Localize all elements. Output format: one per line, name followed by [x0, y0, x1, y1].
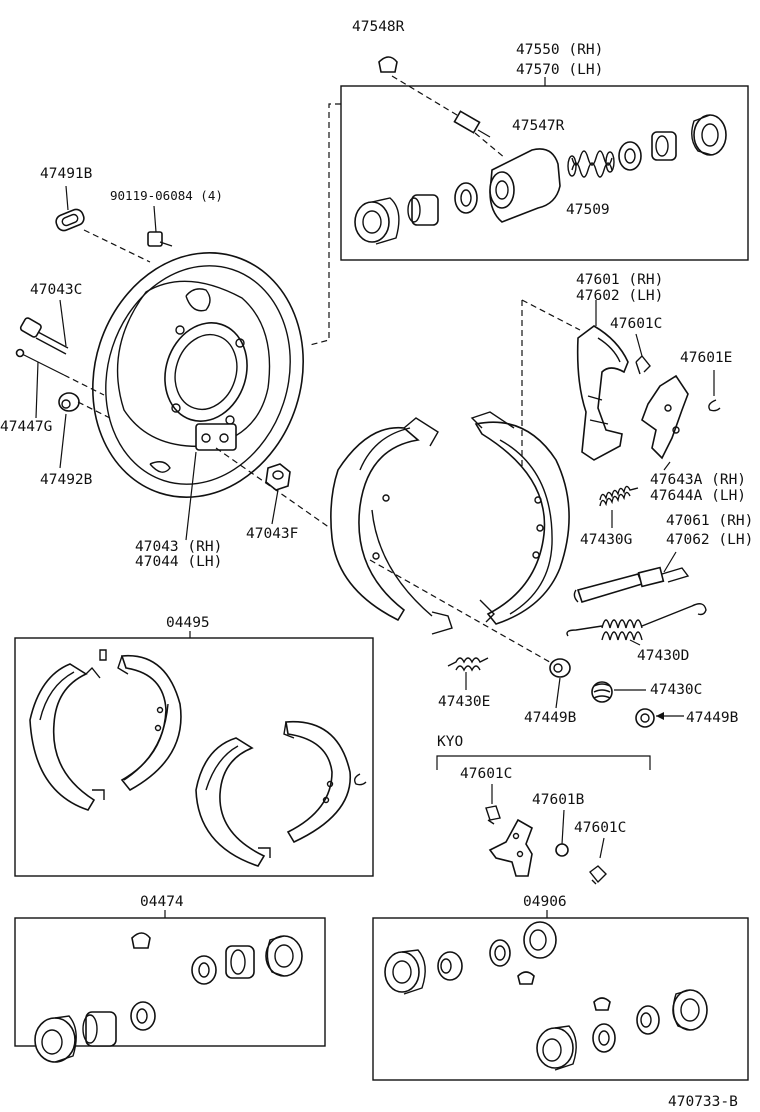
04906-bleeder-1 [517, 971, 535, 985]
label-47449B-right: 47449B [686, 710, 739, 726]
wheel-cylinder-body [489, 148, 561, 223]
spring-47430D [566, 603, 707, 641]
label-47570-lh: 47570 (LH) [516, 62, 603, 78]
label-47602-lh: 47602 (LH) [576, 288, 663, 304]
label-47430E: 47430E [438, 694, 490, 710]
nut-47043F [265, 463, 291, 491]
04906-cup-3 [592, 1023, 616, 1053]
label-04495: 04495 [166, 615, 210, 631]
label-kyo: KYO [437, 734, 463, 750]
04906-cup-4 [636, 1005, 660, 1035]
bleeder-cap-47548R [378, 56, 398, 73]
lever-kyo [488, 818, 533, 877]
label-47601C-kyo-1: 47601C [460, 766, 512, 782]
right-cup [618, 141, 642, 171]
label-47447G: 47447G [0, 419, 52, 435]
label-47550-rh: 47550 (RH) [516, 42, 603, 58]
04474-cup-right [191, 955, 217, 985]
spring-47509 [567, 150, 615, 178]
kit-box-04906 [372, 917, 749, 1081]
label-47601-rh: 47601 (RH) [576, 272, 663, 288]
label-47043C: 47043C [30, 282, 82, 298]
label-47430C: 47430C [650, 682, 702, 698]
left-cup [454, 182, 478, 214]
left-piston [407, 194, 439, 226]
04906-boot-4 [672, 989, 708, 1031]
label-47601E: 47601E [680, 350, 732, 366]
bleeder-screw-47547R [453, 110, 491, 138]
kit-box-04474 [14, 917, 326, 1047]
kit-shoe-1-right [99, 649, 182, 792]
pin-47447G [15, 348, 65, 376]
spring-47430E [447, 657, 489, 672]
washer-47601B [555, 843, 569, 857]
wheel-cylinder-group [309, 56, 749, 346]
label-04474: 04474 [140, 894, 184, 910]
right-brake-shoe [470, 411, 570, 625]
left-brake-shoe [330, 417, 453, 635]
shoe-kit-box-04495 [14, 637, 374, 877]
bolt-90119 [147, 231, 173, 247]
label-47601C-upper: 47601C [610, 316, 662, 332]
clip-47601E [708, 399, 721, 412]
04906-boot-3 [536, 1025, 577, 1071]
label-47043-rh: 47043 (RH) [135, 539, 222, 555]
adjuster-lever-47643A [641, 374, 689, 460]
kyo-bracket [436, 755, 651, 770]
right-piston [651, 131, 677, 161]
label-47044-lh: 47044 (LH) [135, 554, 222, 570]
04906-boot-1 [384, 949, 426, 995]
label-47548R: 47548R [352, 19, 405, 35]
04474-piston-right [225, 945, 255, 979]
reference-code: 470733-B [668, 1094, 738, 1110]
label-47061-rh: 47061 (RH) [666, 513, 753, 529]
label-47491B: 47491B [40, 166, 93, 182]
label-04906: 04906 [523, 894, 567, 910]
label-47601B: 47601B [532, 792, 585, 808]
04906-bleeder-2 [593, 997, 611, 1011]
spring-47430C [591, 681, 613, 703]
bolt-47043C [19, 317, 69, 355]
backing-plate [92, 252, 304, 498]
04474-boot-right [265, 935, 303, 977]
04474-piston-left [82, 1011, 117, 1047]
label-47062-lh: 47062 (LH) [666, 532, 753, 548]
04906-cup-2 [489, 939, 511, 967]
retainer-47449B-right [635, 708, 655, 728]
retainer-47449B-left [549, 658, 571, 678]
04474-bleeder [131, 932, 151, 949]
label-47644A-lh: 47644A (LH) [650, 488, 746, 504]
label-47547R: 47547R [512, 118, 565, 134]
left-boot [354, 197, 400, 245]
adjuster-47061 [573, 566, 690, 603]
label-47643A-rh: 47643A (RH) [650, 472, 746, 488]
label-47430G: 47430G [580, 532, 632, 548]
right-boot [691, 114, 727, 156]
plug-47491B [55, 208, 85, 232]
label-47492B: 47492B [40, 472, 93, 488]
kit-shoe-1-left [29, 663, 105, 811]
kit-shoe-2-right [283, 720, 367, 844]
label-47601C-kyo-2: 47601C [574, 820, 626, 836]
spring-47430G [599, 485, 639, 507]
label-47430D: 47430D [637, 648, 689, 664]
04474-boot-left [34, 1015, 77, 1063]
label-47449B-left: 47449B [524, 710, 577, 726]
04906-boot-2 [523, 921, 557, 959]
clip-47601C-kyo-1 [485, 805, 501, 825]
nut-47492B [58, 392, 80, 412]
parking-brake-lever [576, 325, 629, 461]
label-90119-06084: 90119-06084 (4) [110, 188, 223, 203]
label-47509: 47509 [566, 202, 610, 218]
label-47043F: 47043F [246, 526, 298, 542]
clip-47601C-kyo-2 [589, 865, 607, 885]
04474-cup-left [130, 1001, 156, 1031]
kit-shoe-2-left [195, 737, 271, 867]
clip-47601C-upper [635, 354, 651, 375]
04906-cup-1 [437, 951, 463, 981]
